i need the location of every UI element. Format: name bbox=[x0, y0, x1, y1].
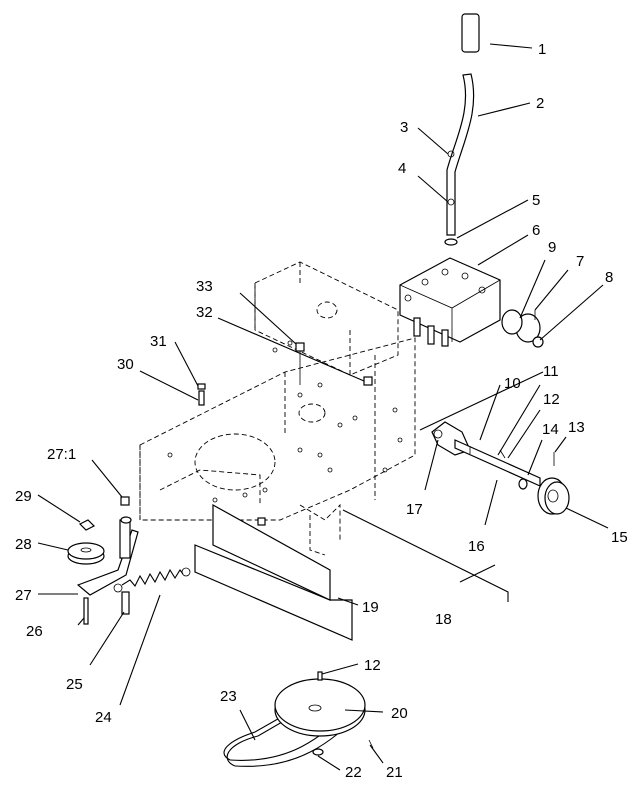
key-12-lower bbox=[317, 671, 323, 681]
belt-guard-plate bbox=[194, 544, 353, 641]
callout-18: 18 bbox=[435, 611, 452, 628]
callout-6: 6 bbox=[532, 222, 540, 239]
callout-12-lower: 12 bbox=[364, 657, 381, 674]
frame-holes bbox=[167, 340, 403, 503]
idler-bracket bbox=[76, 529, 139, 596]
callout-7: 7 bbox=[576, 253, 584, 270]
callout-10: 10 bbox=[504, 375, 521, 392]
bolt-26 bbox=[83, 597, 89, 625]
output-shaft bbox=[454, 439, 541, 487]
pulley-15 bbox=[537, 477, 570, 515]
pivot-top bbox=[120, 516, 132, 524]
idler-pulley bbox=[67, 542, 105, 565]
callout-29: 29 bbox=[15, 488, 32, 505]
callout-28: 28 bbox=[15, 536, 32, 553]
callout-14: 14 bbox=[542, 421, 559, 438]
washer-31 bbox=[197, 383, 206, 390]
callout-3: 3 bbox=[400, 119, 408, 136]
callout-27-1: 27:1 bbox=[47, 446, 76, 463]
callout-labels: 1 2 3 4 5 6 7 8 9 10 11 12 13 14 15 16 1… bbox=[15, 41, 628, 781]
callout-13: 13 bbox=[568, 419, 585, 436]
callout-15: 15 bbox=[611, 529, 628, 546]
callout-5: 5 bbox=[532, 192, 540, 209]
callout-25: 25 bbox=[66, 676, 83, 693]
callout-33: 33 bbox=[196, 278, 213, 295]
callout-30: 30 bbox=[117, 356, 134, 373]
callout-4: 4 bbox=[398, 160, 406, 177]
screw-21 bbox=[368, 739, 374, 749]
callout-9: 9 bbox=[548, 239, 556, 256]
callout-19: 19 bbox=[362, 599, 379, 616]
extension-spring bbox=[113, 567, 191, 593]
callout-31: 31 bbox=[150, 333, 167, 350]
leader-lines bbox=[37, 43, 609, 771]
callout-32: 32 bbox=[196, 304, 213, 321]
nut-29 bbox=[78, 519, 96, 531]
callout-12: 12 bbox=[543, 391, 560, 408]
frame-housing bbox=[139, 261, 416, 556]
nut-19 bbox=[257, 517, 266, 526]
callout-21: 21 bbox=[386, 764, 403, 781]
callout-22: 22 bbox=[345, 764, 362, 781]
belt-guard-top bbox=[212, 503, 331, 601]
drive-pulley bbox=[274, 678, 366, 737]
callout-26: 26 bbox=[26, 623, 43, 640]
nut-33 bbox=[295, 342, 305, 352]
collar-14 bbox=[518, 478, 528, 490]
nut-27-1 bbox=[120, 496, 130, 506]
washer-5 bbox=[444, 238, 458, 246]
callout-2: 2 bbox=[536, 95, 544, 112]
callout-16: 16 bbox=[468, 538, 485, 555]
washer-22 bbox=[312, 748, 324, 756]
callout-24: 24 bbox=[95, 709, 112, 726]
shift-lever bbox=[446, 13, 480, 236]
nut-32 bbox=[363, 376, 373, 386]
callout-11: 11 bbox=[543, 363, 559, 380]
coupler-9 bbox=[501, 309, 541, 343]
idler-pivot bbox=[119, 519, 131, 559]
transmission bbox=[399, 257, 501, 347]
callout-8: 8 bbox=[605, 269, 613, 286]
control-rod bbox=[342, 509, 509, 602]
callout-17: 17 bbox=[406, 501, 423, 518]
bolt-30 bbox=[198, 390, 205, 406]
callout-23: 23 bbox=[220, 688, 237, 705]
spacer-25 bbox=[121, 591, 130, 615]
callout-1: 1 bbox=[538, 41, 546, 58]
callout-20: 20 bbox=[391, 705, 408, 722]
callout-27: 27 bbox=[15, 587, 32, 604]
